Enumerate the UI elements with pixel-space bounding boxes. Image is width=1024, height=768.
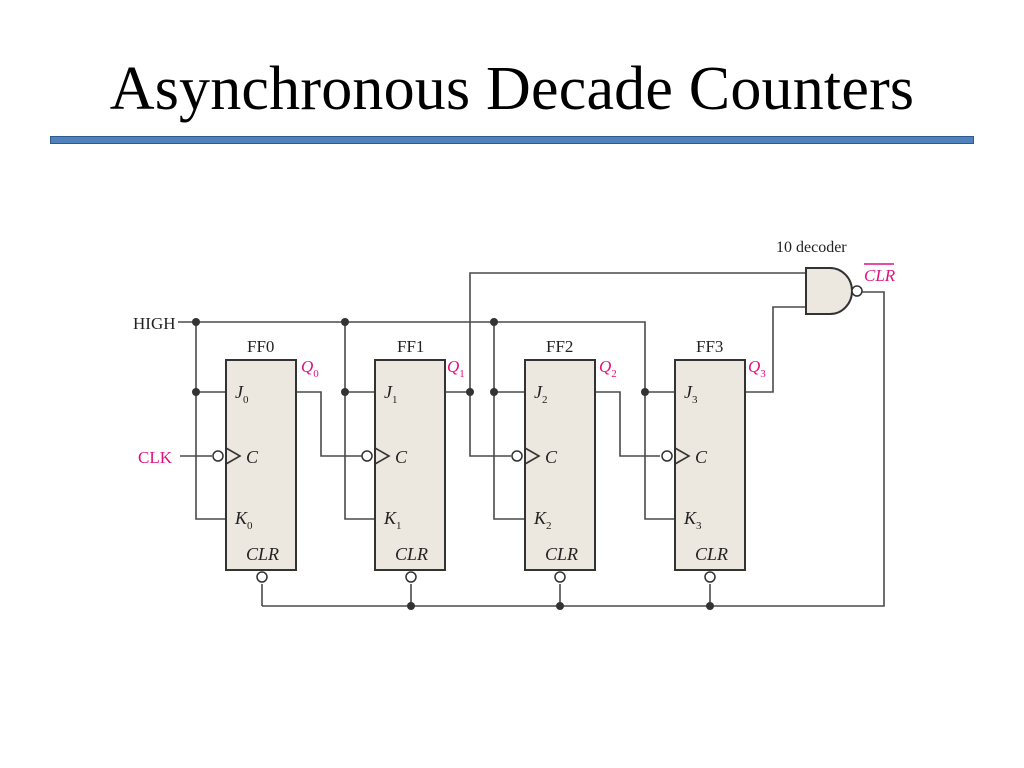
nand-bubble <box>851 285 863 297</box>
c-pin: C <box>395 447 408 467</box>
clock-bubble <box>661 450 673 462</box>
clr-bubble <box>554 571 566 583</box>
flipflop-ff1: FF1 J1 C K1 CLR Q1 <box>361 337 465 583</box>
junction-dot <box>556 602 564 610</box>
clock-triangle <box>674 447 691 465</box>
wires <box>178 272 885 607</box>
junction-dots <box>192 318 714 610</box>
clk-label: CLK <box>138 448 173 467</box>
clr-bubble <box>405 571 417 583</box>
junction-dot <box>490 318 498 326</box>
j-pin: J1 <box>384 382 398 406</box>
junction-dot <box>341 318 349 326</box>
title-rule <box>50 136 974 144</box>
clock-bubble <box>511 450 523 462</box>
junction-dot <box>641 388 649 396</box>
decoder-output-label: CLR <box>864 266 896 285</box>
q-output: Q3 <box>748 357 766 380</box>
ff-body <box>674 359 746 571</box>
j-pin: J3 <box>684 382 698 406</box>
ff-body <box>374 359 446 571</box>
clr-pin: CLR <box>246 544 279 564</box>
c-pin: C <box>545 447 558 467</box>
k-pin: K1 <box>383 508 402 532</box>
clock-triangle <box>225 447 242 465</box>
ff-name: FF1 <box>397 337 424 356</box>
clr-pin: CLR <box>695 544 728 564</box>
clock-triangle <box>524 447 541 465</box>
high-label: HIGH <box>133 314 176 333</box>
ff-name: FF3 <box>696 337 723 356</box>
j-pin: J0 <box>235 382 249 406</box>
flipflop-ff0: FF0 J0 C K0 CLR Q0 <box>212 337 319 583</box>
junction-dot <box>706 602 714 610</box>
ff-name: FF2 <box>546 337 573 356</box>
junction-dot <box>192 318 200 326</box>
junction-dot <box>466 388 474 396</box>
k-pin: K3 <box>683 508 702 532</box>
clr-bubble <box>256 571 268 583</box>
c-pin: C <box>695 447 708 467</box>
k-pin: K0 <box>234 508 253 532</box>
ff-name: FF0 <box>247 337 274 356</box>
q-output: Q0 <box>301 357 319 380</box>
clr-bubble <box>704 571 716 583</box>
q-output: Q2 <box>599 357 617 380</box>
clr-pin: CLR <box>395 544 428 564</box>
flipflop-ff3: FF3 J3 C K3 CLR Q3 <box>661 337 766 583</box>
ff-body <box>225 359 297 571</box>
clock-bubble <box>361 450 373 462</box>
junction-dot <box>407 602 415 610</box>
clock-bubble <box>212 450 224 462</box>
q-output: Q1 <box>447 357 465 380</box>
c-pin: C <box>246 447 259 467</box>
clock-triangle <box>374 447 391 465</box>
j-pin: J2 <box>534 382 548 406</box>
slide-title: Asynchronous Decade Counters <box>109 55 915 123</box>
clr-pin: CLR <box>545 544 578 564</box>
junction-dot <box>341 388 349 396</box>
nand-gate-body <box>805 267 853 315</box>
nand-decoder: 10 decoder CLR <box>776 239 896 315</box>
decoder-label: 10 decoder <box>776 239 847 256</box>
junction-dot <box>192 388 200 396</box>
flipflop-ff2: FF2 J2 C K2 CLR Q2 <box>511 337 617 583</box>
ff-body <box>524 359 596 571</box>
k-pin: K2 <box>533 508 552 532</box>
junction-dot <box>490 388 498 396</box>
